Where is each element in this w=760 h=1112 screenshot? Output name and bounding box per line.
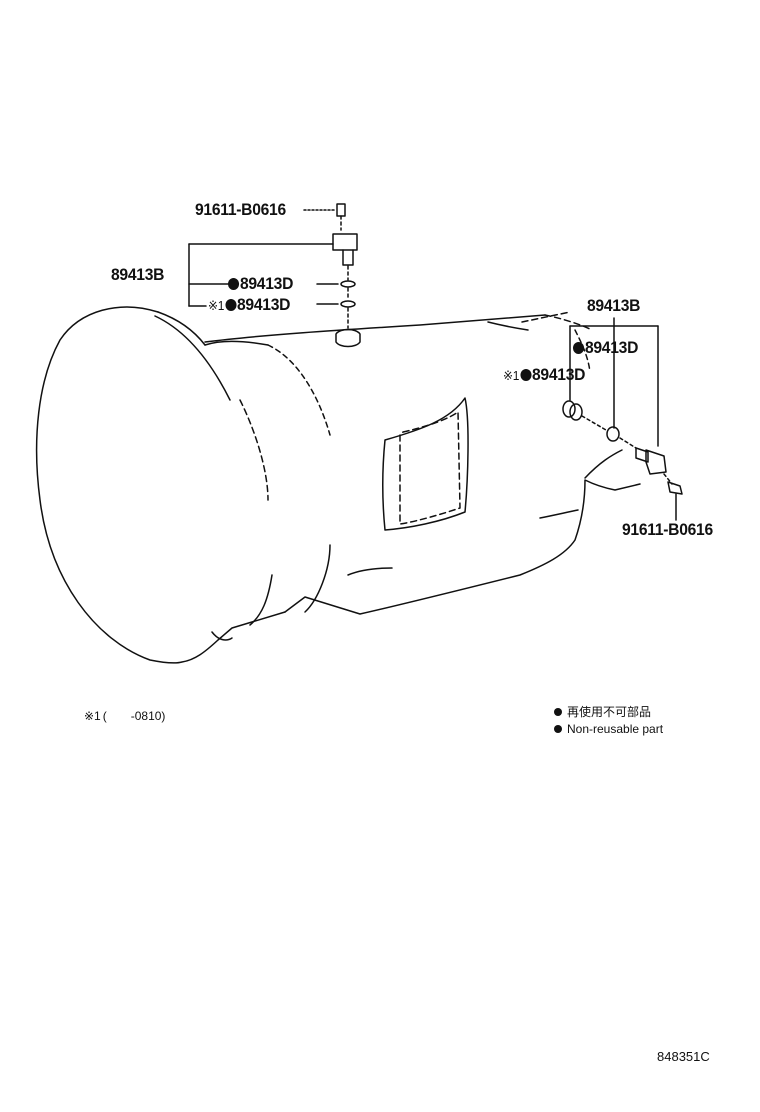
label-upper-bolt: 91611-B0616 xyxy=(195,200,286,219)
bell-housing xyxy=(35,306,331,664)
legend-ja: 再使用不可部品 xyxy=(554,706,651,718)
diagram-code: 848351C xyxy=(657,1049,710,1064)
non-reusable-dot-icon xyxy=(228,278,240,290)
label-right-sensor: 89413B xyxy=(587,296,641,315)
label-upper-sensor: 89413B xyxy=(111,265,165,284)
non-reusable-dot-icon xyxy=(225,299,237,311)
non-reusable-dot-icon xyxy=(573,342,585,354)
upper-sensor-assembly xyxy=(188,203,361,348)
non-reusable-dot-icon xyxy=(520,369,532,381)
non-reusable-dot-icon xyxy=(554,725,562,733)
transmission-case xyxy=(204,314,641,615)
label-right-oring: 89413D xyxy=(573,339,638,356)
footnote: ※1(-0810) xyxy=(84,709,166,723)
legend-en: Non-reusable part xyxy=(554,723,663,735)
right-sensor-assembly xyxy=(521,311,683,521)
non-reusable-dot-icon xyxy=(554,708,562,716)
side-cover xyxy=(382,397,469,531)
label-upper-oring: 89413D xyxy=(228,275,293,292)
label-right-bolt: 91611-B0616 xyxy=(622,520,713,539)
